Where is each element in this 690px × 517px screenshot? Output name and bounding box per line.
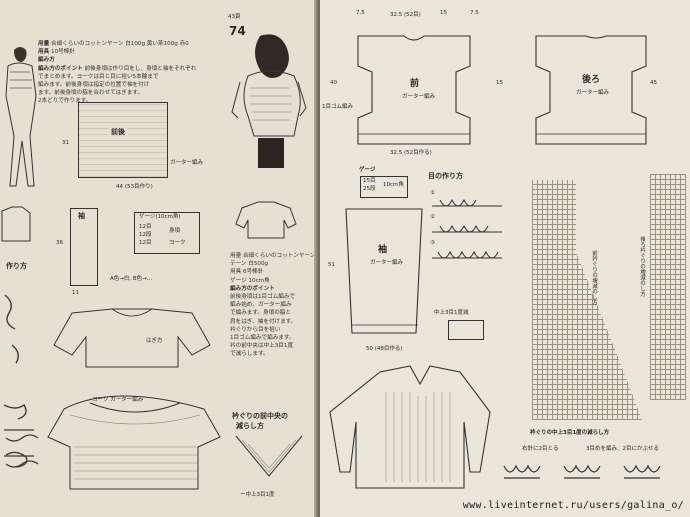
dim-right-15: 15 <box>496 80 503 86</box>
rib-label: 1目ゴム編み <box>322 104 353 110</box>
model-illustration-left <box>5 47 37 187</box>
neck-shaping-title-1: 前衿ぐりの増減のし方 <box>591 250 597 305</box>
materials-label: 用量 <box>38 41 50 47</box>
yoke-note: ヨーク ガーター編み <box>92 397 144 403</box>
sweater-assembly-diagram <box>53 308 211 368</box>
middle-gauge: ゲージ 10cm角 <box>230 277 270 284</box>
gauge-row-1: 12目 <box>139 224 152 230</box>
gauge-line-1: 15目 <box>363 178 376 184</box>
neck-method: 中上3目1度減 <box>434 310 469 316</box>
neck-title-2: 減らし方 <box>236 422 264 430</box>
page-ref: 43頁 <box>228 14 241 20</box>
stitch-illustrations-bottom <box>4 429 39 468</box>
dim-44: 44 <box>116 184 123 190</box>
back-neck-chart <box>650 174 686 400</box>
sleeve-label-right: 袖 <box>378 245 388 255</box>
instructions-text-top: 用量 合細くらいのコットンヤーン 白100g 黄い茶100g 赤0 用具 10号… <box>38 41 197 105</box>
sleeve-label: 袖 <box>78 212 85 220</box>
decrease-step-illustrations <box>503 464 661 479</box>
needle-label: 用具 <box>38 49 50 56</box>
sweater-flat-sketch <box>235 201 297 239</box>
gauge-row-3: 12目 <box>139 240 152 246</box>
gauge-line-2: 25段 <box>363 186 376 192</box>
gauge-row-2: 12段 <box>139 232 152 238</box>
neck-decrease-chart <box>235 435 303 477</box>
gauge-part-yoke: ヨーク <box>169 240 186 246</box>
gauge-box-title: ゲージ(10cm角) <box>139 214 181 220</box>
dim-top-15: 15 <box>440 10 447 16</box>
middle-tools: 用具 6号棒針 <box>230 269 264 276</box>
front-back-label: 前後 <box>108 128 128 137</box>
step-1: ① <box>430 190 435 196</box>
points-label: 編み方のポイント <box>38 65 83 72</box>
step-note-1: 右針に2目とる <box>522 446 559 452</box>
front-sub: ガーター編み <box>402 94 436 100</box>
pattern-number: 74 <box>229 24 246 38</box>
center-decrease-title: 衿ぐりの中上3目1度の減らし方 <box>530 430 610 436</box>
back-label: 後ろ <box>582 75 601 85</box>
dim-top-75b: 7.5 <box>470 10 479 16</box>
dim-11: 11 <box>72 290 79 296</box>
stitch-count: (53目作り) <box>125 184 153 190</box>
dim-31: 31 <box>62 140 69 146</box>
watermark-url: www.liveinternet.ru/users/galina_o/ <box>462 500 684 511</box>
dim-bottom-325: 32.5 (52目作る) <box>390 150 432 156</box>
method-title: 目の作り方 <box>428 172 463 180</box>
step-3: ③ <box>430 240 435 246</box>
dim-sleeve-51: 51 <box>328 262 335 268</box>
sleeve-diagram <box>70 208 98 286</box>
dim-left-40: 40 <box>330 80 337 86</box>
cast-on-illustration <box>432 198 502 259</box>
garter-label: ガーター編み <box>170 160 204 166</box>
middle-instructions: 用量 合細くらいのコットンヤーン 白500g テーン 白500g 用具 6号棒針… <box>230 253 314 358</box>
tassel-note: はぎ方 <box>146 338 163 344</box>
gauge-title: ゲージ <box>359 167 376 173</box>
gauge-box-right: ゲージ 15目 25段 10cm角 <box>359 167 408 198</box>
dim-top-75: 7.5 <box>356 10 365 16</box>
front-piece-diagram <box>357 35 471 145</box>
dim-36: 36 <box>56 240 63 246</box>
neck-title-1: 衿ぐりの前中央の <box>232 412 288 420</box>
sleeve-piece-diagram <box>345 208 423 334</box>
stitch-illustrations-left <box>3 294 28 468</box>
page-gutter <box>314 0 324 517</box>
sleeve-sub: ガーター編み <box>370 260 404 266</box>
model-illustration-center <box>231 34 307 168</box>
right-page: 前 ガーター編み 7.5 32.5 (52目) 15 7.5 40 1目ゴム編み… <box>320 0 690 517</box>
step-note-2: 3目めを編み、2目にかぶせる <box>586 446 659 452</box>
front-back-diagram <box>78 102 168 178</box>
middle-points: 編み方のポイント <box>230 285 275 292</box>
yoke-sweater-diagram <box>47 395 221 490</box>
neck-caption: ー中上3目1度 <box>240 492 275 498</box>
step-2: ② <box>430 214 435 220</box>
dim-sleeve-50: 50 (48目作る) <box>366 346 403 352</box>
dim-top-325: 32.5 (52目) <box>390 12 421 18</box>
back-sub: ガーター編み <box>576 90 610 96</box>
neck-method-chart <box>448 320 484 340</box>
gauge-part-body: 身頃 <box>169 228 181 234</box>
neck-shaping-chart <box>532 180 642 420</box>
middle-materials: 用量 合細くらいのコットンヤーン 白500g <box>230 253 314 259</box>
vneck-sweater-illustration <box>329 365 491 489</box>
neck-shaping-title-2: 後ろ衿ぐりの増減のし方 <box>639 236 645 297</box>
left-page: 用量 合細くらいのコットンヤーン 白100g 黄い茶100g 赤0 用具 10号… <box>0 0 318 517</box>
gauge-line-3: 10cm角 <box>383 182 404 188</box>
gauge-label: 編み方 <box>38 57 55 64</box>
section-label: 作り方 <box>6 262 27 270</box>
back-piece-diagram <box>535 35 647 145</box>
front-label: 前 <box>410 79 420 89</box>
color-note: A色→白, B色→… <box>110 276 153 282</box>
dim-back-45: 45 <box>650 80 657 86</box>
sweater-sketch-left <box>1 206 31 242</box>
gauge-box-left: ゲージ(10cm角) 12目 12段 12目 身頃 ヨーク <box>134 212 200 254</box>
